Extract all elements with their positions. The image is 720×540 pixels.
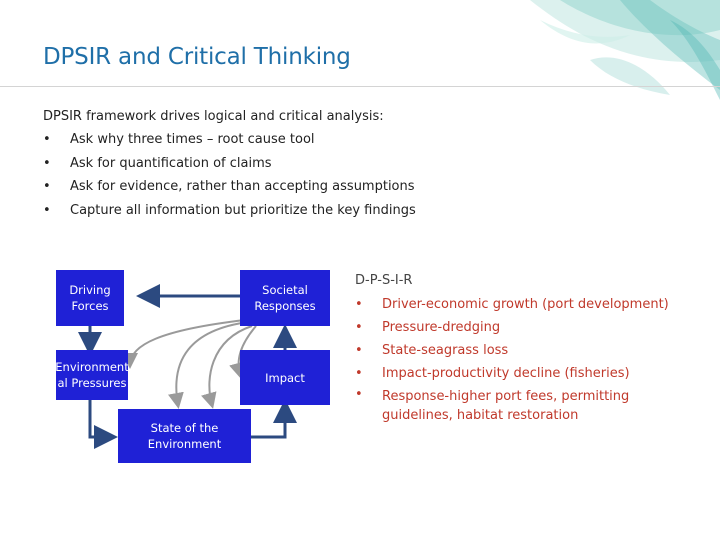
bullet-icon: •	[43, 202, 51, 218]
list-item: •Ask for evidence, rather than accepting…	[43, 179, 415, 194]
bullet-icon: •	[355, 320, 363, 335]
list-item: •Driver-economic growth (port developmen…	[355, 293, 672, 316]
decorative-leaf-graphic	[530, 0, 720, 100]
bullet-icon: •	[355, 343, 363, 358]
list-item: •Impact-productivity decline (fisheries)	[355, 362, 672, 385]
list-item: •Response-higher port fees, permitting g…	[355, 387, 630, 423]
dpsir-example-list: •Driver-economic growth (port developmen…	[355, 293, 672, 425]
title-divider	[0, 86, 720, 87]
bullet-icon: •	[355, 366, 363, 381]
intro-text: DPSIR framework drives logical and criti…	[43, 109, 384, 124]
driving-forces-box: Driving Forces	[56, 270, 124, 326]
list-item: •Ask for quantification of claims	[43, 155, 272, 171]
list-item: •Pressure-dredging	[355, 316, 672, 339]
list-item: •State-seagrass loss	[355, 339, 672, 362]
list-item: •Ask why three times – root cause tool	[43, 132, 315, 147]
page-title: DPSIR and Critical Thinking	[43, 44, 351, 70]
bullet-list: •Ask why three times – root cause tool •…	[43, 132, 416, 226]
bullet-icon: •	[43, 179, 51, 194]
state-of-environment-box: State of the Environment	[118, 409, 251, 463]
bullet-icon: •	[43, 132, 51, 147]
bullet-icon: •	[43, 155, 51, 171]
societal-responses-box: Societal Responses	[240, 270, 330, 326]
environmental-pressures-box: Environment al Pressures	[55, 350, 129, 400]
bullet-icon: •	[355, 387, 363, 402]
impact-box: Impact	[240, 350, 330, 405]
dpsir-header: D-P-S-I-R	[355, 273, 413, 288]
dpsir-example-panel: D-P-S-I-R •Driver-economic growth (port …	[355, 271, 672, 425]
list-item: •Capture all information but prioritize …	[43, 202, 416, 218]
bullet-icon: •	[355, 297, 363, 312]
